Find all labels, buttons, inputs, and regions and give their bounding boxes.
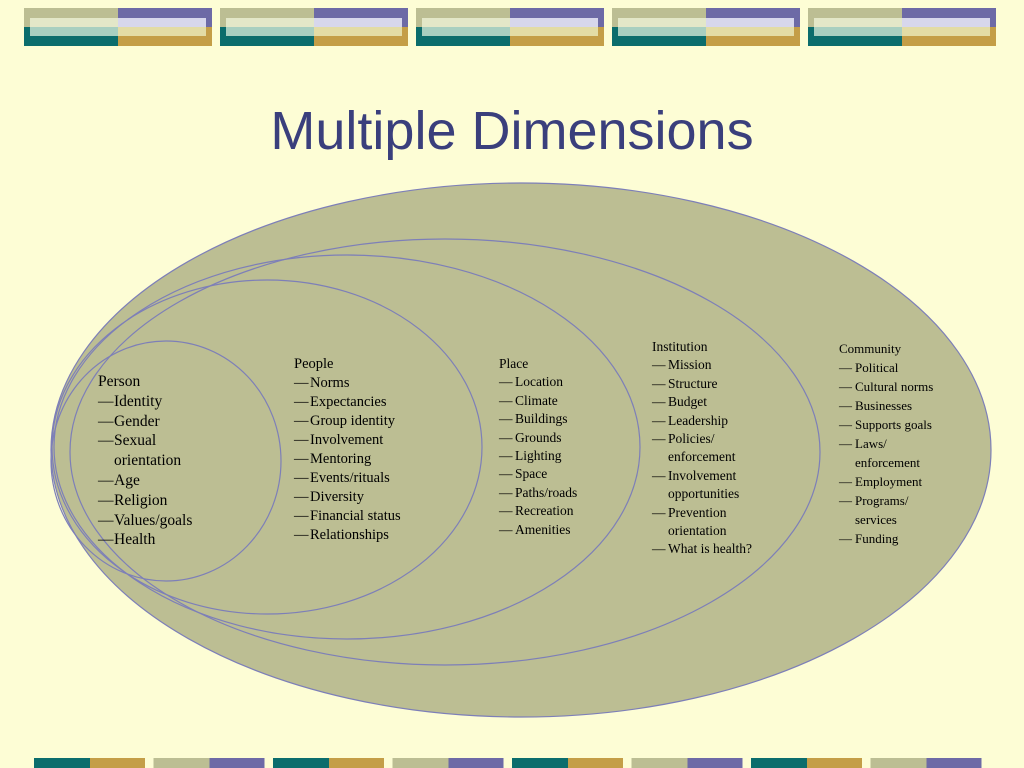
list-item: Location [499,373,577,392]
list-item: Recreation [499,502,577,521]
band-block [329,758,384,768]
band-block [30,18,118,27]
list-item: Climate [499,392,577,411]
place-list: Location Climate Buildings Grounds Light… [499,373,577,539]
institution-ellipse [69,238,821,666]
list-item: Grounds [499,429,577,448]
band-block [926,758,982,768]
list-item: Involvement [294,431,401,450]
band-block [814,27,902,36]
band-block [226,18,314,27]
band-block [510,27,598,36]
band-block [30,27,118,36]
list-item: Space [499,465,577,484]
community-list: Political Cultural norms Businesses Supp… [839,358,935,548]
list-item: Gender [98,412,224,432]
band-block [34,758,90,768]
person-list: Identity Gender Sexual orientation Age R… [98,392,224,550]
band-block [510,18,598,27]
band-block [153,758,210,768]
place-ellipse [53,254,641,640]
band-block [902,18,990,27]
band-block [118,18,206,27]
top-decorative-band [24,8,996,46]
band-block [209,758,265,768]
list-item: Programs/ services [839,491,925,529]
place-heading: Place [499,356,529,371]
list-item: Expectancies [294,393,401,412]
band-block [314,27,402,36]
band-block [90,758,145,768]
list-item: Employment [839,472,935,491]
band-block [273,758,329,768]
list-item: Identity [98,392,224,412]
list-item: Health [98,530,224,550]
band-block [422,18,510,27]
list-item: Businesses [839,396,935,415]
institution-dimension: Institution Mission Structure Budget Lea… [652,338,768,559]
band-block [618,18,706,27]
list-item: Sexual orientation [98,431,224,471]
band-block [618,27,706,36]
band-block [706,27,794,36]
list-item: Lighting [499,447,577,466]
people-heading: People [294,356,334,372]
list-item: Political [839,358,935,377]
list-item: Religion [98,491,224,511]
list-item: Age [98,471,224,491]
list-item: Structure [652,375,768,394]
place-dimension: Place Location Climate Buildings Grounds… [499,355,577,539]
list-item: Relationships [294,526,401,545]
community-heading: Community [839,341,902,356]
list-item: Mission [652,356,768,375]
list-item: Cultural norms [839,377,935,396]
band-block [422,27,510,36]
band-block [392,758,449,768]
band-block [631,758,688,768]
band-block [512,758,568,768]
list-item: Values/goals [98,511,224,531]
band-block [807,758,862,768]
band-block [226,27,314,36]
list-item: Paths/roads [499,484,577,503]
band-block [314,18,402,27]
list-item: Policies/ enforcement [652,430,748,467]
person-ellipse [50,340,282,582]
band-block [706,18,794,27]
list-item: Prevention orientation [652,504,758,541]
list-item: Leadership [652,412,768,431]
people-list: Norms Expectancies Group identity Involv… [294,374,401,545]
band-block [568,758,623,768]
band-block [902,27,990,36]
person-dimension: Person Identity Gender Sexual orientatio… [98,372,224,550]
list-item: Amenities [499,521,577,540]
bottom-decorative-band [34,758,982,768]
list-item: Events/rituals [294,469,401,488]
band-block [751,758,807,768]
community-dimension: Community Political Cultural norms Busin… [839,339,935,548]
list-item: Mentoring [294,450,401,469]
band-block [687,758,743,768]
band-block [814,18,902,27]
institution-heading: Institution [652,339,708,354]
band-block [870,758,927,768]
band-block [448,758,504,768]
list-item: Group identity [294,412,401,431]
person-heading: Person [98,373,141,390]
band-block [118,27,206,36]
institution-list: Mission Structure Budget Leadership Poli… [652,356,768,559]
list-item: Financial status [294,507,401,526]
list-item: Involvement opportunities [652,467,768,504]
list-item: Funding [839,529,935,548]
list-item: Diversity [294,488,401,507]
people-dimension: People Norms Expectancies Group identity… [294,355,401,545]
slide-title: Multiple Dimensions [270,101,754,161]
list-item: Buildings [499,410,577,429]
list-item: Supports goals [839,415,935,434]
list-item: What is health? [652,540,768,559]
list-item: Norms [294,374,401,393]
list-item: Laws/ enforcement [839,434,935,472]
list-item: Budget [652,393,768,412]
